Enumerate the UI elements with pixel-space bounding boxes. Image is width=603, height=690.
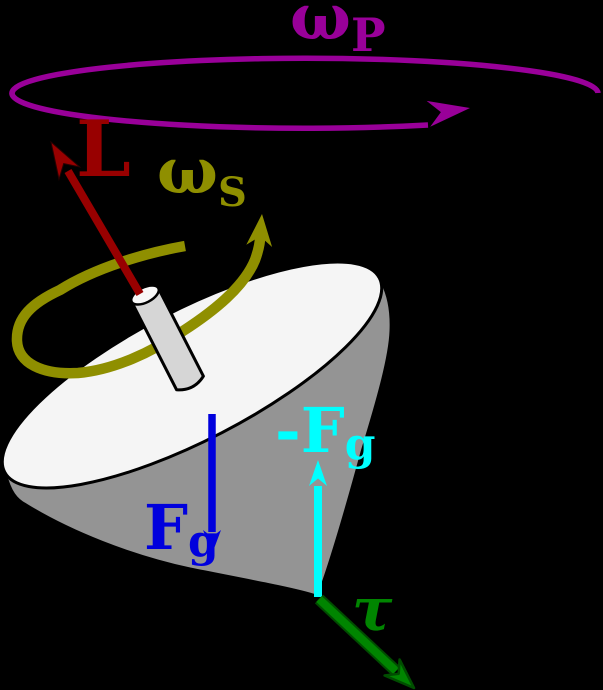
spin-subscript: S — [218, 169, 247, 216]
gravity-symbol: F — [144, 491, 188, 564]
reaction-label: -Fg — [275, 394, 376, 470]
angular-momentum-symbol: L — [76, 104, 131, 195]
gravity-label: Fg — [144, 491, 219, 567]
torque-symbol: τ — [352, 575, 393, 645]
torque-label: τ — [352, 575, 393, 645]
spin-arrowhead-icon — [246, 214, 273, 247]
angular-momentum-arrow — [64, 168, 144, 297]
precession-label: ωP — [290, 0, 386, 62]
spin-label: ωS — [157, 134, 247, 216]
gravity-arrowhead-icon — [203, 530, 221, 554]
reaction-arrowhead-icon — [309, 460, 327, 486]
precession-symbol: ω — [290, 0, 351, 55]
gravity-subscript: g — [188, 516, 219, 567]
angular-momentum-arrowhead-icon — [50, 140, 82, 182]
spin-symbol: ω — [157, 134, 218, 209]
stem-cap — [129, 284, 161, 306]
precession-ellipse-arrow — [9, 55, 601, 131]
spin-ring-arrow — [11, 230, 266, 379]
reaction-subscript: g — [345, 419, 376, 470]
torque-arrow — [316, 596, 399, 674]
torque-arrowhead-icon — [383, 658, 416, 690]
precession-arrowhead-icon — [426, 100, 470, 127]
precession-subscript: P — [351, 8, 386, 62]
reaction-symbol: -F — [275, 394, 345, 467]
angular-momentum-label: L — [76, 104, 131, 195]
